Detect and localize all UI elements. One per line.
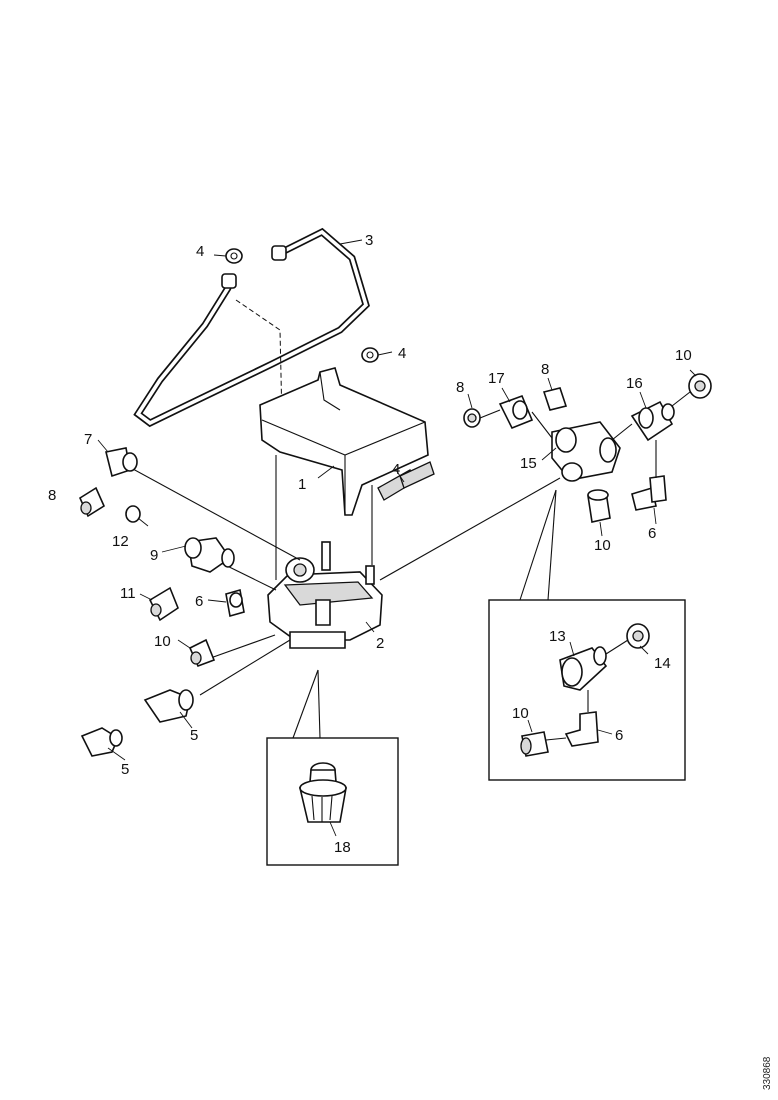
fitting-part-5-lower (80, 727, 123, 757)
callout-12: 12 (112, 533, 129, 550)
callout-14: 14 (654, 655, 671, 672)
callout-10-detail: 10 (512, 705, 529, 722)
callout-4-right: 4 (398, 345, 406, 362)
fitting-part-10-right-mid (587, 489, 611, 523)
callout-6-right: 6 (648, 525, 656, 542)
fitting-part-6-left (225, 588, 245, 618)
callout-13: 13 (549, 628, 566, 645)
callout-10-left: 10 (154, 633, 171, 650)
fitting-part-8-left (78, 486, 106, 518)
pipe-part-3 (133, 227, 370, 428)
fitting-part-8-right-a (463, 408, 481, 428)
tee-fitting-part-16 (630, 400, 675, 442)
callout-16: 16 (626, 375, 643, 392)
callout-6-detail: 6 (615, 727, 623, 744)
bracket-part-1 (259, 367, 435, 516)
callout-11: 11 (120, 585, 136, 602)
plug-part-12 (125, 505, 141, 523)
fitting-part-10-left (188, 638, 216, 668)
fitting-part-11 (148, 586, 179, 622)
callout-5-lower: 5 (121, 761, 129, 778)
callout-18: 18 (334, 839, 351, 856)
fitting-part-8-right-b (542, 387, 568, 411)
drawing-id: 330868 (762, 1056, 773, 1090)
nut-part-4-bracket (361, 347, 379, 363)
valve-part-2 (267, 541, 383, 649)
callout-15: 15 (520, 455, 537, 472)
tee-fitting-part-9 (184, 537, 235, 573)
fitting-part-10-right-top (688, 373, 712, 399)
fitting-part-8-right-c (631, 475, 667, 511)
distribution-block-part-15 (551, 421, 621, 482)
callout-3: 3 (365, 232, 373, 249)
callout-4-top: 4 (196, 243, 204, 260)
callout-1: 1 (298, 476, 306, 493)
callout-2: 2 (376, 635, 384, 652)
callout-8-right-a: 8 (456, 379, 464, 396)
nut-part-4-upper (225, 248, 243, 264)
fitting-part-5-upper (143, 689, 194, 723)
callout-10-right-mid: 10 (594, 537, 611, 554)
callout-10-right-top: 10 (675, 347, 692, 364)
detail-box-bottom (266, 669, 399, 866)
elbow-fitting-part-7 (105, 447, 138, 478)
detail-box-right (488, 489, 686, 781)
fitting-part-17 (498, 394, 534, 430)
callout-8-right-b: 8 (541, 361, 549, 378)
callout-4-bracket: 4 (392, 461, 400, 478)
callout-9: 9 (150, 547, 158, 564)
callout-6-left: 6 (195, 593, 203, 610)
callout-7: 7 (84, 431, 92, 448)
callout-17: 17 (488, 370, 505, 387)
callout-8-left: 8 (48, 487, 56, 504)
callout-5-upper: 5 (190, 727, 198, 744)
